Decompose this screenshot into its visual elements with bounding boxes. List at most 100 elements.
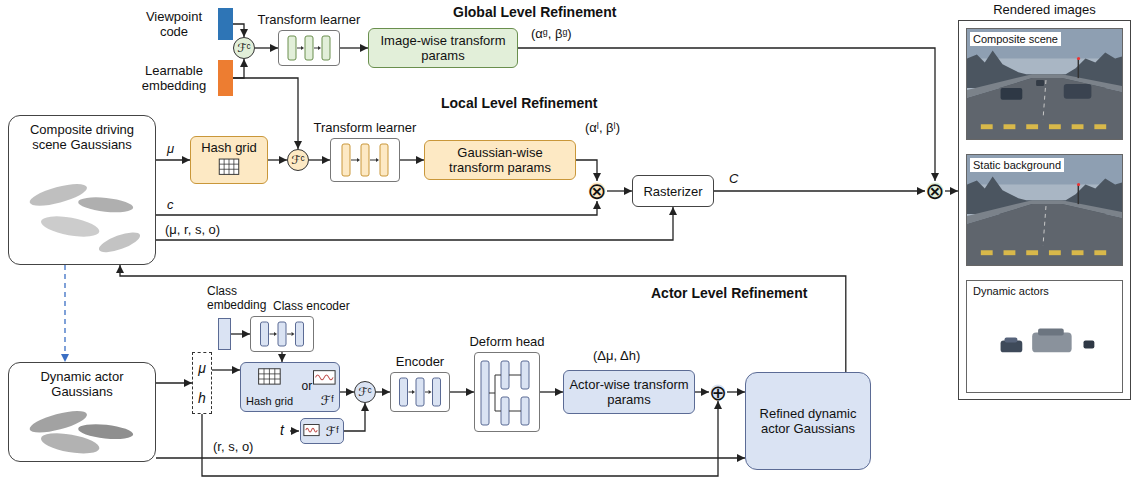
section-title-holder: Global Level Refinement xyxy=(452,4,617,20)
connector xyxy=(607,190,632,191)
input-label: Viewpoint code xyxy=(138,9,210,39)
attribute-symbol: h xyxy=(198,390,206,406)
connector xyxy=(231,333,250,334)
mlp-box: Deform head xyxy=(474,352,540,432)
edge-label-holder: C xyxy=(728,171,739,186)
process-box: Actor-wise transform params xyxy=(563,370,695,414)
connector xyxy=(714,190,925,191)
concat-circle: ℱᶜ xyxy=(354,381,376,403)
encoding-box: Hash grid orℱᶠ xyxy=(240,362,340,412)
encoding-box: ℱᶠ xyxy=(300,418,344,444)
box-text: Actor-wise transform params xyxy=(569,377,689,407)
box-text: ℱᶠ xyxy=(326,424,339,439)
operator-symbol: ⊗ xyxy=(587,180,606,203)
mlp-box: Transform learner xyxy=(330,138,400,182)
mlp-box: Encoder xyxy=(390,372,450,412)
rendered-image: Dynamic actors xyxy=(966,280,1123,393)
process-box: Refined dynamic actor Gaussians xyxy=(745,372,871,470)
node-illustration xyxy=(331,139,399,181)
image-caption: Static background xyxy=(970,158,1064,172)
connector xyxy=(156,382,192,383)
input-embedding: Learnable embedding xyxy=(218,60,233,96)
output-panel: Rendered imagesComposite sceneStatic bac… xyxy=(958,20,1131,400)
image-caption: Dynamic actors xyxy=(970,284,1052,298)
connector xyxy=(518,48,935,181)
input-symbol-holder: t xyxy=(279,422,285,438)
section-title-holder: Actor Level Refinement xyxy=(650,285,808,301)
box-text: or xyxy=(302,379,313,393)
concat-circle: ℱᶜ xyxy=(287,149,309,171)
box-heading: Transform learner xyxy=(199,12,419,27)
edge-label-holder: μ xyxy=(166,141,175,156)
connector xyxy=(255,47,278,48)
edge-label: (μ, r, s, o) xyxy=(164,222,221,237)
input-label: Learnable embedding xyxy=(138,63,210,93)
box-text: Refined dynamic actor Gaussians xyxy=(751,406,865,436)
connector xyxy=(376,391,390,392)
param-label: (αˡ, βˡ) xyxy=(584,120,621,135)
concat-circle: ℱᶜ xyxy=(233,37,255,59)
mlp-box: Transform learner xyxy=(278,30,340,66)
connector xyxy=(156,207,673,240)
edge-label-holder: (μ, r, s, o) xyxy=(164,222,221,237)
connector xyxy=(340,47,368,48)
process-box: Image-wise transform params xyxy=(368,28,518,68)
rendered-image: Static background xyxy=(966,154,1123,266)
connector xyxy=(945,190,958,191)
node-illustration xyxy=(475,353,539,431)
box-text: Image-wise transform params xyxy=(374,33,512,63)
gaussian-box: Composite driving scene Gaussians xyxy=(8,115,156,265)
connector xyxy=(400,159,424,160)
box-text: Dynamic actor Gaussians xyxy=(13,369,151,399)
section-title: Global Level Refinement xyxy=(452,4,617,20)
connector xyxy=(156,201,597,215)
node-illustration xyxy=(391,373,449,411)
box-text: Hash grid xyxy=(246,395,293,408)
gaussian-box: Dynamic actor Gaussians xyxy=(8,362,156,462)
box-text: Composite driving scene Gaussians xyxy=(13,122,151,152)
edge-label: c xyxy=(166,197,175,212)
param-label-holder: (αˡ, βˡ) xyxy=(584,120,621,135)
section-title: Local Level Refinement xyxy=(440,95,598,111)
node-illustration xyxy=(279,31,339,65)
connector xyxy=(268,159,287,160)
connector xyxy=(450,391,474,392)
multiply-op: ⊗ xyxy=(587,181,607,201)
connector xyxy=(309,159,330,160)
param-label: (Δμ, Δh) xyxy=(592,348,641,363)
attribute-symbol: μ xyxy=(198,360,206,376)
input-arrow xyxy=(290,430,299,431)
concat-symbol: ℱᶜ xyxy=(358,385,372,399)
edge-label: μ xyxy=(166,141,175,156)
connector xyxy=(695,391,709,392)
connector xyxy=(156,159,190,160)
operator-symbol: ⊕ xyxy=(709,382,727,403)
connector xyxy=(233,59,244,78)
multiply-op: ⊗ xyxy=(925,181,945,201)
connector xyxy=(212,369,240,370)
process-box: Gaussian-wise transform params xyxy=(424,140,576,180)
box-heading: Deform head xyxy=(397,334,617,349)
connector xyxy=(340,391,354,392)
attribute-group: μh xyxy=(192,352,212,414)
dashed-connector xyxy=(64,265,65,362)
panel-heading: Rendered images xyxy=(935,2,1135,17)
box-text: ℱᶠ xyxy=(321,393,334,408)
add-op: ⊕ xyxy=(709,383,727,401)
connector xyxy=(344,403,365,431)
process-box: Rasterizer xyxy=(632,175,714,207)
param-label: (αᵍ, βᵍ) xyxy=(530,26,573,41)
hash-grid-box: Hash grid xyxy=(190,136,268,184)
edge-label-holder: (r, s, o) xyxy=(212,439,254,454)
connector xyxy=(576,160,597,181)
class-embedding: Class embedding xyxy=(218,318,231,350)
box-heading: Transform learner xyxy=(255,120,475,135)
box-text: Gaussian-wise transform params xyxy=(430,145,570,175)
box-text: Hash grid xyxy=(191,140,267,155)
operator-symbol: ⊗ xyxy=(925,180,944,203)
box-heading: Class encoder xyxy=(273,299,313,313)
edge-label: (r, s, o) xyxy=(212,439,254,454)
param-label-holder: (αᵍ, βᵍ) xyxy=(530,26,573,41)
input-code: Viewpoint code xyxy=(218,8,233,40)
edge-label: C xyxy=(728,171,739,186)
